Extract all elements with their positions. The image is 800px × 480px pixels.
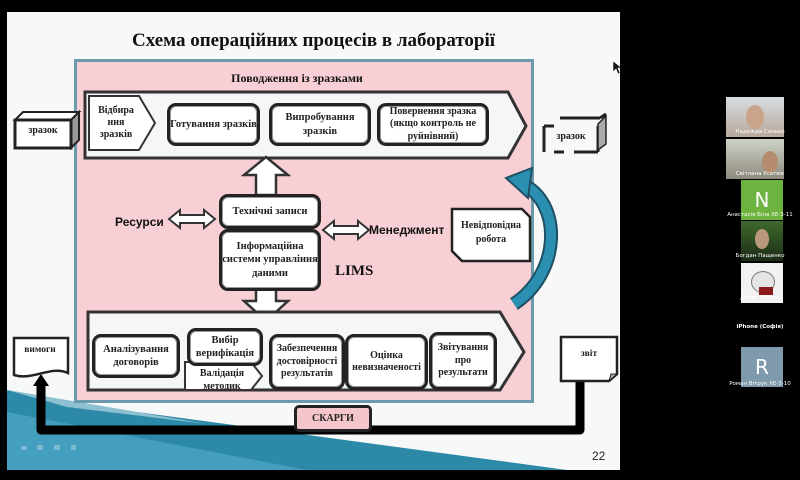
participant-name[interactable]: iPhone (Софія) — [736, 324, 784, 330]
management-label: Менеджмент — [369, 223, 445, 237]
technical-records-box: Технічні записи — [219, 194, 321, 229]
step-method-selection: Вибір верифікація — [187, 328, 263, 366]
participant-name: Богдан Пащенко — [735, 253, 785, 259]
report-doc-shape — [559, 335, 619, 383]
arrow-up-icon — [33, 374, 49, 386]
resources-label: Ресурси — [115, 215, 164, 229]
participant-face — [755, 229, 769, 249]
wedge-highlight — [7, 390, 207, 424]
sampling-chevron — [88, 95, 157, 151]
participant-name: Анастасія Біла ХЕ-3-11 — [727, 212, 793, 218]
nonconforming-box-shape — [450, 207, 532, 263]
participant-name: Надежда Сонько — [735, 129, 785, 135]
step-uncertainty-evaluation: Оцінка невизначеності — [345, 334, 428, 390]
participant-video-4[interactable] — [741, 263, 783, 303]
participant-name: Роман Вітрук ХЕ-3-10 — [729, 381, 791, 387]
step-sampling: Відбира ння зразків — [98, 105, 134, 140]
arrow-up-icon — [241, 155, 291, 197]
step-reporting: Звітування про результати — [429, 332, 497, 390]
step-contract-review: Аналізування договорів — [92, 334, 180, 378]
sample-in-label: зразок — [28, 125, 58, 136]
step-sample-return: Повернення зразка (якщо контроль не руйн… — [377, 103, 489, 146]
participant-video-1[interactable] — [726, 139, 784, 179]
report-label: звіт — [580, 349, 598, 359]
participant-video-0[interactable] — [726, 97, 784, 137]
participant-face — [762, 151, 778, 173]
sample-out-box — [542, 112, 607, 154]
lims-label: LIMS — [335, 263, 374, 279]
curved-arrow-icon — [504, 166, 558, 310]
participant-video-3[interactable] — [741, 221, 783, 261]
nonconforming-work: Невідповідна робота — [461, 220, 521, 245]
presentation-slide: Схема операційних процесів в лабораторії… — [7, 12, 620, 470]
step-testing: Випробування зразків — [269, 103, 371, 146]
resources-double-arrow-icon — [167, 208, 217, 230]
sample-in-box — [12, 109, 82, 150]
participant-avatar-detail — [759, 287, 773, 295]
step-method-validation: Валідація методик — [199, 368, 245, 392]
participant-name: Світлана Усатюк — [735, 171, 785, 177]
participant-name: Денис Вовчук — [740, 295, 780, 301]
section-title: Поводження із зразками — [231, 71, 363, 85]
step-validity-assurance: Забезпечення достовірності результатів — [269, 334, 345, 390]
slide-title: Схема операційних процесів в лабораторії — [131, 30, 496, 51]
participant-avatar-2[interactable]: N — [741, 180, 783, 220]
complaints-box: СКАРГИ — [294, 405, 372, 432]
page-number: 22 — [592, 449, 606, 463]
sample-out-label: зразок — [556, 131, 586, 142]
step-preparation: Готування зразків — [167, 103, 260, 146]
management-double-arrow-icon — [321, 219, 371, 241]
info-system-box: Інформаційна системи управління даними — [219, 229, 321, 291]
participant-avatar-6[interactable]: R — [741, 347, 783, 387]
requirements-doc-shape — [12, 336, 70, 378]
requirements-label: вимоги — [24, 345, 56, 355]
participant-face — [746, 105, 764, 129]
slide-nav-icons — [21, 445, 76, 450]
